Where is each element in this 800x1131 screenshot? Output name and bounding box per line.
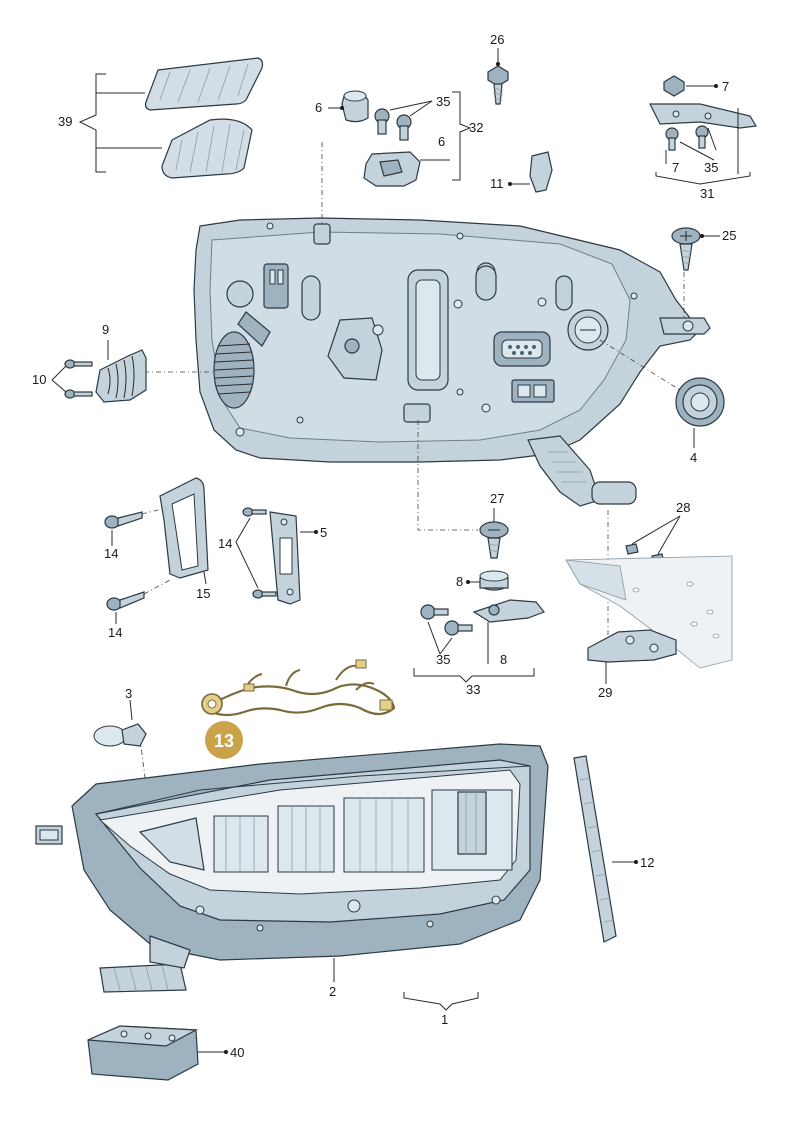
- callout-2: 2: [329, 984, 336, 999]
- callout-7-top: 7: [722, 79, 729, 94]
- callout-11: 11: [490, 176, 504, 191]
- callout-14-top: 14: [104, 546, 118, 561]
- part-10-screws: 10: [32, 359, 93, 399]
- callout-13-badge: [205, 721, 243, 759]
- callout-7-bottom: 7: [672, 160, 679, 175]
- body-panel: [565, 555, 733, 669]
- part-6-adjuster-housing: 6: [363, 134, 450, 187]
- part-9-fan-module: 9: [95, 322, 147, 403]
- part-8-adjuster-bracket: 8: [472, 599, 545, 667]
- callout-10: 10: [32, 372, 46, 387]
- part-13-wiring-harness: 13: [201, 659, 396, 759]
- part-6-adjuster-upper: 6: [315, 90, 369, 123]
- part-3-bulb: 3: [93, 686, 147, 747]
- callout-31: 31: [700, 186, 714, 201]
- part-35-screws-upper: 35: [374, 94, 450, 141]
- callout-35-upper: 35: [436, 94, 450, 109]
- part-5-bracket: 5: [269, 511, 327, 605]
- part-14-screws: 14 14: [104, 507, 171, 640]
- callout-9: 9: [102, 322, 109, 337]
- callout-26: 26: [490, 32, 504, 47]
- callout-6-right: 6: [438, 134, 445, 149]
- callout-25: 25: [722, 228, 736, 243]
- part-12-trim-strip: 12: [573, 755, 654, 943]
- callout-27: 27: [490, 491, 504, 506]
- part-26-screw: 26: [487, 32, 509, 105]
- callout-8-bottom: 8: [500, 652, 507, 667]
- callout-13: 13: [214, 731, 234, 751]
- callout-14-bottom: 14: [108, 625, 122, 640]
- callout-5: 5: [320, 525, 327, 540]
- callout-6-left: 6: [315, 100, 322, 115]
- part-35-screws-lower: 35: [420, 604, 473, 667]
- callout-35-right: 35: [704, 160, 718, 175]
- part-39-lens-covers: 39: [58, 57, 264, 179]
- callout-14-middle: 14: [218, 536, 232, 551]
- part-11-clip: 11: [490, 151, 553, 193]
- callout-40: 40: [230, 1045, 244, 1060]
- callout-12: 12: [640, 855, 654, 870]
- callout-39: 39: [58, 114, 72, 129]
- callout-29: 29: [598, 685, 612, 700]
- part-31-bracket: 35 7 31: [649, 103, 757, 201]
- part-15-gasket: 15: [159, 477, 210, 601]
- part-29-bracket: 29: [587, 629, 677, 700]
- part-25-screw: 25: [671, 227, 736, 271]
- callout-3: 3: [125, 686, 132, 701]
- part-14-screws-pair: 14: [218, 507, 277, 599]
- callout-33: 33: [466, 682, 480, 697]
- callout-1: 1: [441, 1012, 448, 1027]
- callout-35-lower: 35: [436, 652, 450, 667]
- part-27-screw: 27: [479, 491, 509, 559]
- callout-32: 32: [469, 120, 483, 135]
- callout-28: 28: [676, 500, 690, 515]
- part-28-clips: 28: [625, 500, 690, 565]
- part-40-pad: 40: [87, 1025, 244, 1081]
- callout-15: 15: [196, 586, 210, 601]
- part-7-nut-top: 7: [663, 75, 729, 97]
- headlight-housing-rear: [193, 217, 711, 507]
- part-8-nut: 8: [456, 570, 509, 591]
- callout-8-top: 8: [456, 574, 463, 589]
- part-2-headlight-unit: 2: [35, 743, 549, 999]
- part-4-cap: 4: [675, 377, 725, 465]
- callout-4: 4: [690, 450, 697, 465]
